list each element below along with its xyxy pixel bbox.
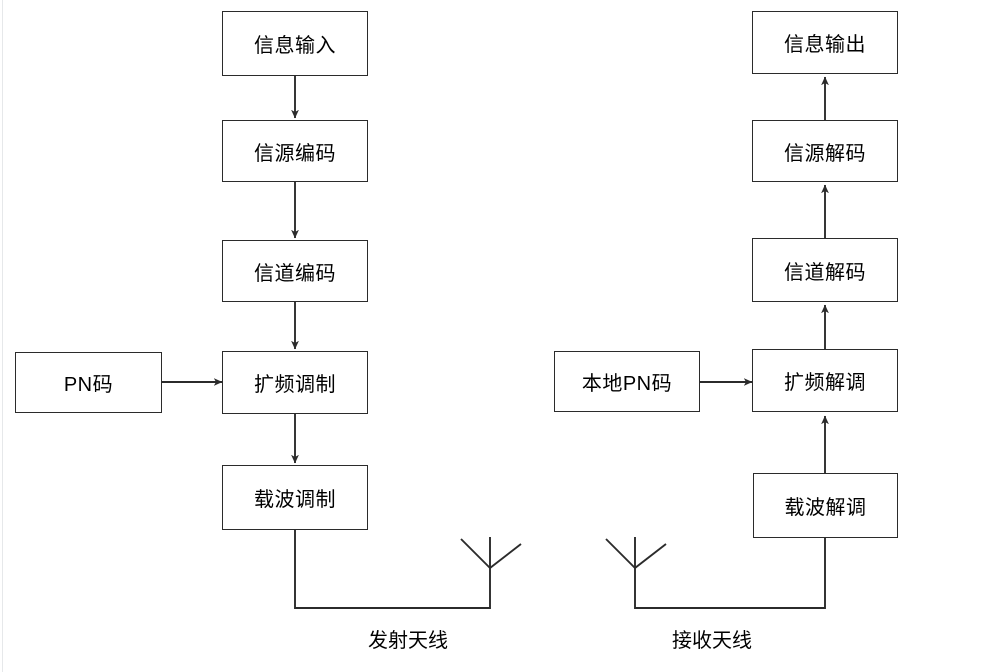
node-label: 载波调制 xyxy=(254,489,336,511)
node-label: 信息输出 xyxy=(784,34,866,56)
node-channel-encode[interactable]: 信道编码 xyxy=(222,240,368,302)
tx-antenna-caption: 发射天线 xyxy=(368,630,448,652)
node-carrier-demodulate[interactable]: 载波解调 xyxy=(753,473,898,538)
tx-antenna-arm-right xyxy=(489,543,522,569)
node-label: 信源解码 xyxy=(784,142,866,165)
page-edge-rule xyxy=(2,0,3,672)
node-label: 信源编码 xyxy=(254,142,336,165)
node-channel-decode[interactable]: 信道解码 xyxy=(752,238,898,302)
node-pn-code[interactable]: PN码 xyxy=(15,352,162,413)
node-source-encode[interactable]: 信源编码 xyxy=(222,120,368,182)
rx-antenna-arm-left xyxy=(605,538,636,569)
node-label: 扩频解调 xyxy=(784,372,866,394)
node-info-input[interactable]: 信息输入 xyxy=(222,11,368,76)
connector-carrier-modulate-to-tx-antenna xyxy=(294,530,491,609)
tx-antenna-arm-left xyxy=(460,538,491,569)
node-label: 信道解码 xyxy=(784,261,866,284)
node-label: 信息输入 xyxy=(254,35,336,57)
node-label: 本地PN码 xyxy=(581,373,673,395)
connector-rx-antenna-to-carrier-demodulate xyxy=(634,537,826,609)
node-spread-modulate[interactable]: 扩频调制 xyxy=(222,351,368,414)
node-spread-demodulate[interactable]: 扩频解调 xyxy=(752,349,898,412)
rx-antenna-arm-right xyxy=(634,543,667,569)
node-local-pn-code[interactable]: 本地PN码 xyxy=(554,351,700,412)
node-label: 载波解调 xyxy=(784,497,867,519)
node-label: PN码 xyxy=(63,374,114,396)
node-label: 扩频调制 xyxy=(254,374,336,396)
node-label: 信道编码 xyxy=(254,262,336,285)
rx-antenna-caption: 接收天线 xyxy=(672,630,752,652)
node-source-decode[interactable]: 信源解码 xyxy=(752,120,898,182)
node-info-output[interactable]: 信息输出 xyxy=(752,11,898,74)
node-carrier-modulate[interactable]: 载波调制 xyxy=(222,465,368,530)
